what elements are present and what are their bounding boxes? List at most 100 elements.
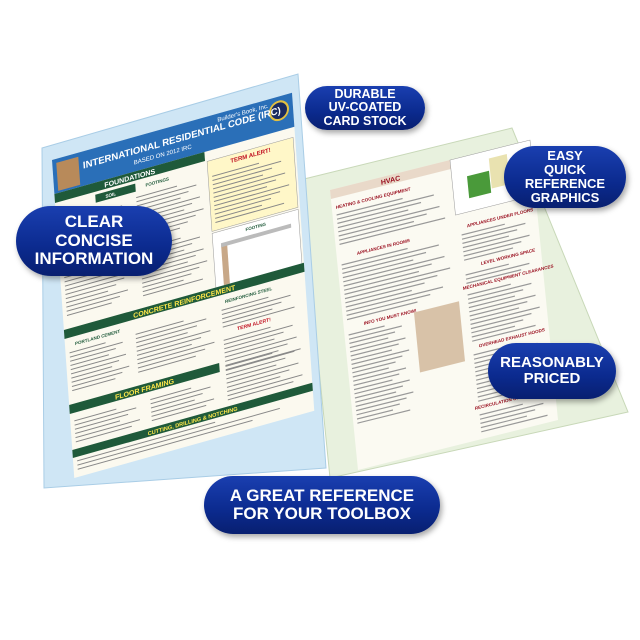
text-line [74,407,137,426]
callout-clear: CLEAR CONCISE INFORMATION [16,206,172,276]
text-line [356,397,407,412]
text-line [222,301,282,320]
text-line [224,336,297,358]
text-line [212,162,260,177]
text-line [222,306,295,328]
section-title: FOOTINGS [145,176,169,187]
text-line [66,295,120,312]
callout-text: REASONABLY PRICED [500,353,604,387]
text-line [225,350,279,367]
text-line [215,204,262,219]
text-line [480,409,536,424]
text-line [355,391,414,407]
text-line [137,343,192,361]
text-line [463,240,522,257]
text-line [466,269,522,285]
text-line [468,295,516,309]
text-line [467,283,511,296]
text-line [463,234,530,253]
text-line [470,307,520,321]
text-line [137,348,206,369]
text-line [471,325,516,338]
text-line [227,374,303,397]
text-line [224,331,284,350]
text-line [468,289,524,304]
text-line [338,213,427,237]
text-line [151,399,195,413]
section-title: SOIL [105,191,116,199]
text-line [344,274,438,300]
callout-toolbox: A GREAT REFERENCE FOR YOUR TOOLBOX [204,476,440,534]
text-line [225,343,288,362]
callout-priced: REASONABLY PRICED [488,343,616,399]
text-line [356,409,394,420]
text-line [135,320,184,335]
text-line [213,186,268,203]
text-line [346,286,444,312]
text-line [472,324,536,342]
text-line [343,255,445,283]
text-line [341,244,439,270]
text-line [339,220,414,241]
text-line [469,300,528,317]
text-line [462,229,518,245]
text-line [70,354,109,366]
text-line [66,289,129,308]
text-line [352,361,396,374]
text-line [136,325,198,344]
text-line [138,355,196,373]
text-line [481,414,548,433]
text-line [141,260,208,280]
text-line [337,209,409,229]
text-line [336,194,434,220]
text-line [75,420,121,434]
text-line [142,279,184,293]
text-line [465,263,509,276]
text-line [480,415,528,429]
text-line [352,367,389,378]
text-line [345,289,412,308]
text-line [226,369,290,388]
text-line [350,337,406,353]
text-line [348,325,402,340]
text-line [65,277,125,295]
text-line [69,341,123,358]
text-line [213,172,286,194]
text-line [75,419,140,439]
text-line [338,205,440,233]
text-line [464,247,514,261]
text-line [344,270,419,291]
text-line [467,282,532,300]
callout-text: A GREAT REFERENCE FOR YOUR TOOLBOX [229,485,415,523]
text-line [225,350,295,372]
text-line [151,404,207,422]
text-line [465,262,530,280]
callout-text: EASY QUICK REFERENCE GRAPHICS [524,147,606,206]
text-line [223,326,271,341]
text-line [136,332,188,348]
text-line [70,353,126,371]
text-line [70,348,116,362]
text-line [71,359,120,375]
text-line [349,337,389,349]
text-line [221,296,269,311]
text-line [143,278,203,297]
text-line [226,362,299,384]
text-line [348,325,385,336]
text-line [212,167,273,186]
text-line [221,294,291,316]
text-line [223,324,293,346]
text-line [341,247,408,266]
text-line [224,338,275,354]
text-line [212,160,282,182]
text-line [351,349,410,365]
text-line [214,197,272,215]
text-line [214,191,281,211]
text-line [77,421,216,462]
text-line [136,185,178,199]
text-line [142,266,200,284]
text-line [354,379,393,391]
text-line [336,197,403,216]
text-line [215,202,285,224]
callout-text: DURABLE UV-COATED CARD STOCK [323,86,407,128]
